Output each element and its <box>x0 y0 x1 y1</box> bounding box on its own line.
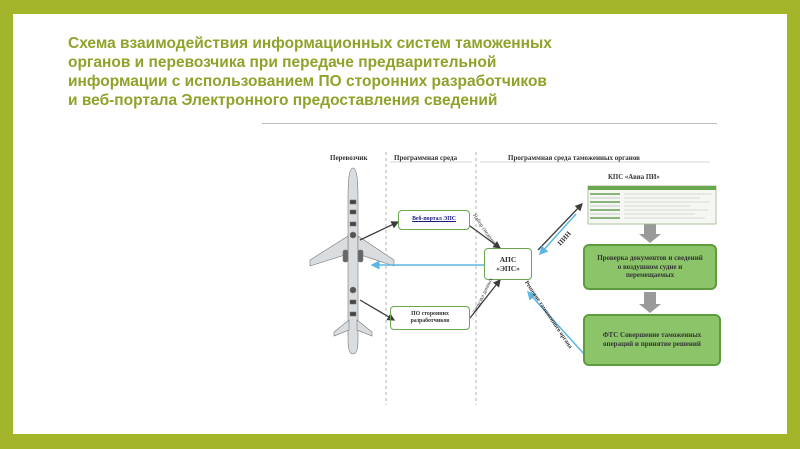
fts-box: ФТС Совершение таможенных операций и при… <box>583 314 721 366</box>
arrow-thirdparty-to-aps <box>469 278 501 319</box>
kps-screen-thumbnail <box>587 185 717 225</box>
kps-label: КПС «Авиа ПИ» <box>608 174 660 181</box>
arrow-aps-to-kps <box>537 203 583 251</box>
airplane-icon <box>309 167 395 355</box>
web-portal-box: Веб-портал ЭПС <box>398 210 470 230</box>
arrow-kps-to-check <box>639 224 661 243</box>
header-software-env: Программная среда <box>394 154 458 162</box>
arrow-plane-to-thirdparty <box>359 299 396 321</box>
title-divider <box>262 123 717 124</box>
title-line-4: и веб-портала Электронного предоставлени… <box>68 92 498 109</box>
third-party-box: ПО сторонних разработчиков <box>390 306 470 330</box>
arrow-fts-to-aps <box>526 290 585 355</box>
title-line-2: органов и перевозчика при передаче предв… <box>68 54 497 71</box>
header-carrier: Перевозчик <box>330 154 368 162</box>
header-customs-env: Программная среда таможенных органов <box>508 154 640 162</box>
title-line-1: Схема взаимодействия информационных сист… <box>68 35 552 52</box>
arrow-portal-to-aps <box>469 225 502 249</box>
aps-box: АПС «ЭПС» <box>484 248 532 280</box>
diagram-graphics <box>309 152 717 405</box>
title-line-3: информации с использованием ПО сторонних… <box>68 73 547 90</box>
check-docs-box: Проверка документов и сведений о воздушн… <box>583 244 717 290</box>
arrow-check-to-fts <box>639 292 661 313</box>
arrow-kps-to-aps <box>538 213 577 256</box>
interaction-diagram: Перевозчик Программная среда Программная… <box>290 140 730 408</box>
arrow-plane-to-portal <box>359 221 400 241</box>
slide-title: Схема взаимодействия информационных сист… <box>68 34 748 110</box>
